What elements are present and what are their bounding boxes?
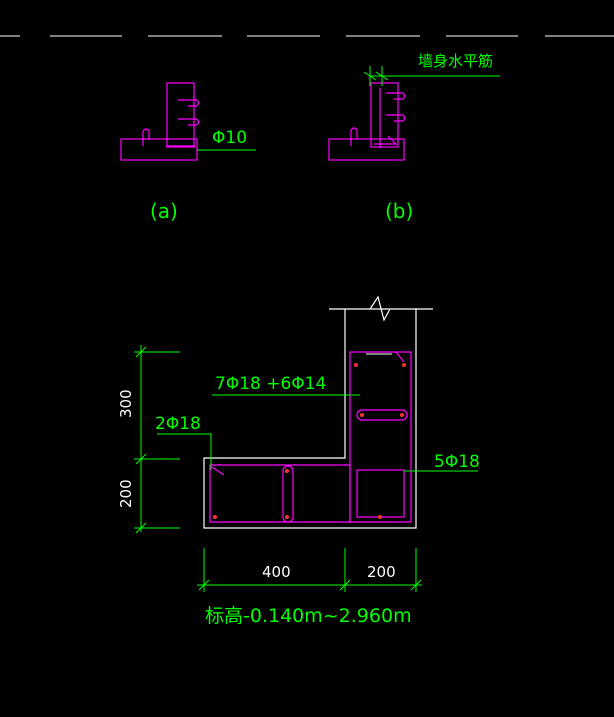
detail-a-rebar (142, 99, 200, 147)
detail-a: Φ10 (a) (120, 82, 256, 223)
dimension-horizontal (197, 548, 422, 592)
section-rebar-dots (213, 363, 406, 519)
section-rebar (209, 351, 412, 523)
dim-horizontal-right: 200 (367, 563, 396, 581)
main-section: 7Φ18 +6Φ14 2Φ18 5Φ18 300 200 400 200 标高-… (117, 295, 480, 627)
section-concrete-outline (203, 295, 433, 529)
elevation-label: 标高-0.140m~2.960m (205, 605, 412, 627)
dim-vertical-lower: 200 (117, 479, 135, 508)
detail-a-concrete (120, 82, 198, 161)
detail-b-rebar (350, 88, 406, 148)
dim-vertical-upper: 300 (117, 389, 135, 418)
label-main-bars: 7Φ18 +6Φ14 (215, 374, 326, 394)
detail-b: 墙身水平筋 (b) (328, 52, 500, 223)
label-corner-bars: 2Φ18 (155, 414, 201, 434)
dimension-vertical (134, 345, 180, 534)
detail-a-caption: (a) (150, 199, 178, 223)
detail-b-rebar-label: 墙身水平筋 (418, 52, 493, 70)
detail-b-concrete (328, 82, 405, 161)
detail-b-leader (363, 66, 500, 86)
section-leaders (157, 394, 478, 472)
detail-a-rebar-label: Φ10 (212, 128, 247, 148)
label-column-bars: 5Φ18 (434, 452, 480, 472)
dim-horizontal-left: 400 (262, 563, 291, 581)
detail-b-caption: (b) (385, 199, 413, 223)
